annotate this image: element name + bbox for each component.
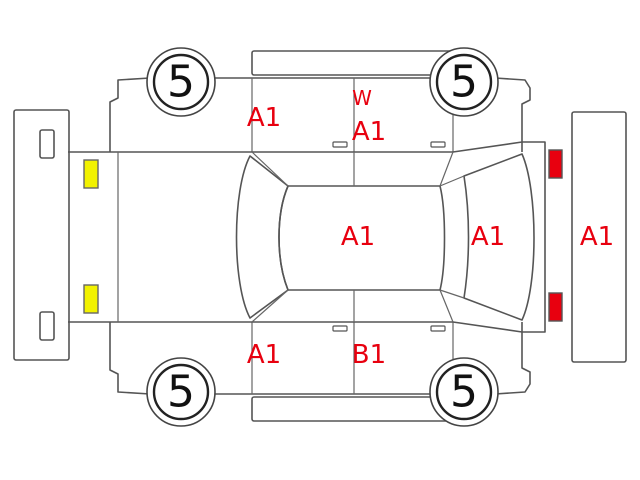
tire-front-right-value: 5 [167,367,195,418]
code-rear-bumper: A1 [580,222,614,252]
upper-front-door-handle [332,141,348,148]
lower-front-door-handle [332,325,348,332]
tire-rear-right-value: 5 [450,367,478,418]
wheel-rear-left: 5 [429,47,499,117]
headlight-right [83,284,99,314]
windshield [235,155,289,319]
code-upper-front-door: A1 [247,103,281,133]
code-upper-rear-door-top: W [352,86,372,110]
code-lower-rear-door: B1 [352,340,386,370]
code-upper-rear-door-bottom: A1 [352,117,386,147]
car-top-view [68,141,563,333]
front-bumper [13,109,70,361]
upper-rear-door-handle [430,141,446,148]
wheel-front-right: 5 [146,357,216,427]
taillight-right [548,292,563,322]
upper-side-skirt [251,50,454,76]
rear-bumper [571,111,627,363]
tire-front-left-value: 5 [167,57,195,108]
code-lower-front-door: A1 [247,340,281,370]
tire-rear-left-value: 5 [450,57,478,108]
code-roof: A1 [341,222,375,252]
headlight-left [83,159,99,189]
taillight-left [548,149,563,179]
lower-side-skirt [251,396,454,422]
wheel-rear-right: 5 [429,357,499,427]
lower-rear-door-handle [430,325,446,332]
rear-window [463,153,535,321]
lower-side-profile [109,322,531,422]
wheel-front-left: 5 [146,47,216,117]
code-rear-window: A1 [471,222,505,252]
